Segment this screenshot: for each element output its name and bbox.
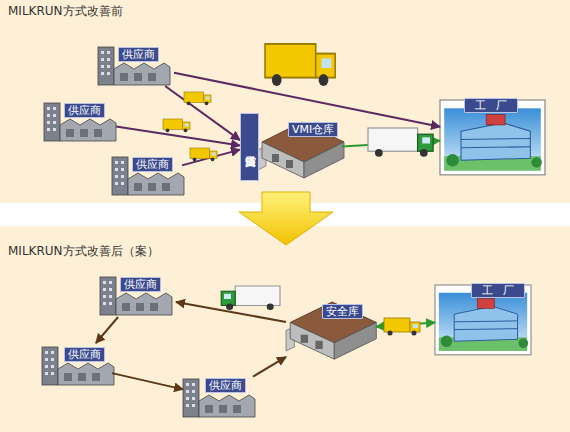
node-label: 安全库 <box>322 304 363 319</box>
node-label: 供应商 <box>118 47 159 62</box>
flow-arrow <box>174 73 440 127</box>
flow-arrow <box>116 127 240 146</box>
supplier-building <box>183 379 255 417</box>
supplier-node: 供应商 <box>44 100 116 142</box>
warehouse-node: 安全库 <box>286 300 376 360</box>
big-truck <box>265 44 335 86</box>
warehouse-node: VMI仓库 <box>260 120 342 178</box>
node-label: 供应商 <box>120 277 161 292</box>
supplier-building <box>98 47 170 85</box>
white-truck <box>368 128 433 157</box>
supplier-node: 供应商 <box>98 44 174 86</box>
flow-arrow <box>342 141 440 147</box>
flow-arrow <box>253 357 286 377</box>
supplier-node: 供应商 <box>98 273 176 317</box>
flow-arrow <box>182 150 240 166</box>
warehouse <box>258 122 344 178</box>
section-title: MILKRUN方式改善后（案） <box>8 243 159 260</box>
supplier-node: 供应商 <box>42 343 112 387</box>
supplier-building <box>44 103 116 141</box>
panel-after <box>0 226 570 432</box>
supplier-node: 供应商 <box>112 154 182 196</box>
factory-node: 工厂 <box>435 285 531 353</box>
supplier-building <box>100 277 172 315</box>
down-arrow <box>239 192 333 245</box>
white-truck <box>221 286 280 310</box>
factory-node: 工厂 <box>440 100 545 175</box>
node-label: 供应商送货 <box>241 114 258 180</box>
section-title: MILKRUN方式改善前 <box>8 3 123 20</box>
delivery-label-box: 供应商送货 <box>240 113 259 181</box>
supplier-node: 供应商 <box>183 375 253 420</box>
flow-arrow <box>165 86 240 140</box>
node-label: 供应商 <box>64 347 105 362</box>
node-label: 供应商 <box>205 378 246 393</box>
supplier-building <box>42 347 114 385</box>
node-label: 工厂 <box>471 283 525 298</box>
node-label: VMI仓库 <box>288 122 338 137</box>
small-truck <box>190 148 217 161</box>
panel-before <box>0 0 570 203</box>
flow-arrow <box>112 373 183 389</box>
small-truck <box>163 119 190 132</box>
node-label: 供应商 <box>64 103 105 118</box>
flow-arrow <box>376 323 435 327</box>
yellow-truck <box>384 318 420 336</box>
supplier-building <box>112 157 184 195</box>
small-truck <box>184 92 211 105</box>
warehouse <box>286 302 376 359</box>
flow-arrow <box>176 302 286 322</box>
node-label: 工厂 <box>464 98 518 113</box>
flow-arrow <box>96 317 118 343</box>
node-label: 供应商 <box>132 157 173 172</box>
